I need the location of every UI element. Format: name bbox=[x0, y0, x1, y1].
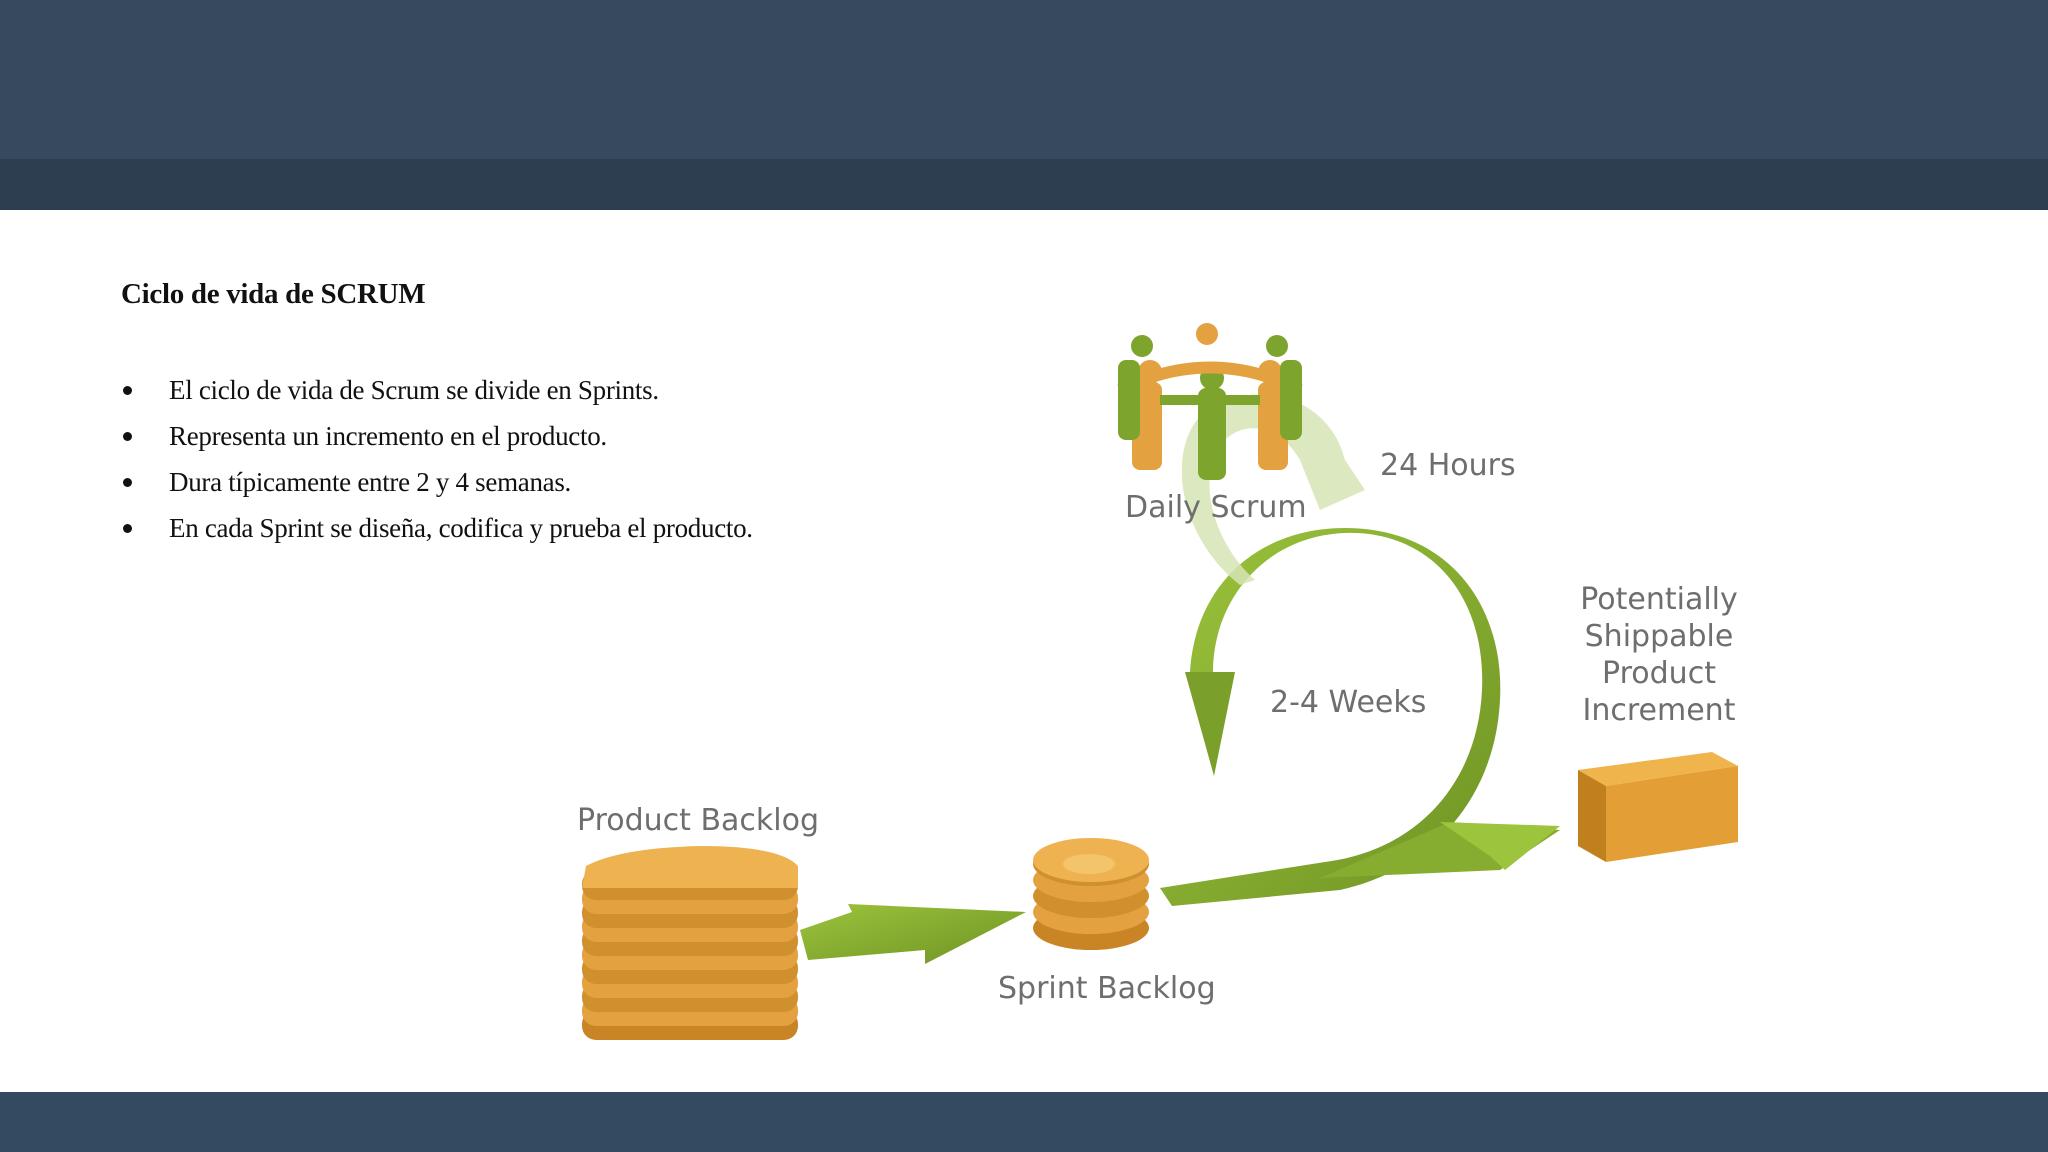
header-strip bbox=[0, 159, 2048, 210]
increment-label-line: Product bbox=[1602, 656, 1716, 691]
daily-loop-arrow-icon bbox=[1181, 394, 1365, 585]
arrow-to-sprint-icon bbox=[800, 904, 1026, 964]
increment-label: Potentially Shippable Product Increment bbox=[1580, 582, 1738, 728]
sprint-loop-arrow-icon bbox=[1160, 528, 1560, 906]
bullet-text: El ciclo de vida de Scrum se divide en S… bbox=[169, 375, 659, 405]
increment-label-line: Shippable bbox=[1585, 619, 1734, 654]
bullet-dot-icon bbox=[123, 432, 132, 441]
bullet-item: El ciclo de vida de Scrum se divide en S… bbox=[121, 372, 753, 418]
slide-title: Ciclo de vida de SCRUM bbox=[121, 278, 426, 310]
bullet-dot-icon bbox=[123, 478, 132, 487]
bullet-dot-icon bbox=[123, 524, 132, 533]
bullet-text: Representa un incremento en el producto. bbox=[169, 421, 607, 451]
product-increment-box-icon bbox=[1578, 752, 1738, 862]
bullet-item: Representa un incremento en el producto. bbox=[121, 418, 753, 464]
bullet-item: Dura típicamente entre 2 y 4 semanas. bbox=[121, 464, 753, 510]
product-backlog-stack-icon bbox=[582, 846, 798, 1040]
increment-label-line: Potentially bbox=[1580, 582, 1738, 617]
footer-band bbox=[0, 1092, 2048, 1152]
bullet-text: Dura típicamente entre 2 y 4 semanas. bbox=[169, 467, 571, 497]
daily-scrum-label: Daily Scrum bbox=[1125, 490, 1307, 525]
bullet-list: El ciclo de vida de Scrum se divide en S… bbox=[121, 372, 753, 556]
sprint-backlog-label: Sprint Backlog bbox=[998, 971, 1216, 1006]
daily-scrum-people-icon bbox=[1117, 323, 1303, 480]
bullet-dot-icon bbox=[123, 386, 132, 395]
bullet-item: En cada Sprint se diseña, codifica y pru… bbox=[121, 510, 753, 556]
header-band bbox=[0, 0, 2048, 159]
hours-label: 24 Hours bbox=[1380, 448, 1516, 483]
increment-label-line: Increment bbox=[1583, 693, 1736, 728]
product-backlog-label: Product Backlog bbox=[577, 803, 819, 838]
sprint-backlog-stack-icon bbox=[1033, 838, 1149, 950]
bullet-text: En cada Sprint se diseña, codifica y pru… bbox=[169, 513, 753, 543]
weeks-label: 2-4 Weeks bbox=[1270, 685, 1426, 720]
